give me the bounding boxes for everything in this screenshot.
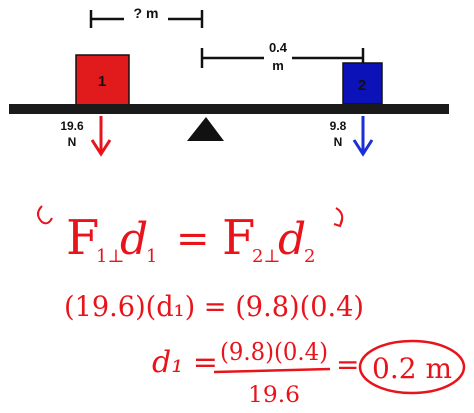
fraction-bar <box>213 367 331 374</box>
right-distance-unit: m <box>272 58 284 73</box>
force-1-value: 19.6 <box>60 119 84 133</box>
distance-2-subscript: 2 <box>304 246 315 267</box>
force-1-subscript: 1⊥ <box>96 246 124 267</box>
distance-1-subscript: 1 <box>146 246 157 267</box>
rotation-arrow-ccw-icon <box>37 205 53 225</box>
force-2-value: 9.8 <box>330 119 347 133</box>
torque-balance-equation: F 1⊥ d 1 = F 2⊥ d 2 <box>37 205 344 267</box>
answer-circle <box>358 339 466 395</box>
lever-beam <box>9 104 449 114</box>
solve-denominator: 19.6 <box>248 383 300 408</box>
solve-equals: = <box>336 348 359 381</box>
force-2-arrow <box>352 116 374 157</box>
distance-2-symbol: d <box>278 214 306 265</box>
force-2-unit: N <box>334 135 343 149</box>
right-distance-dimension: 0.4 m <box>200 40 365 73</box>
force-2-symbol: F <box>222 210 255 266</box>
box-1-label: 1 <box>98 73 106 90</box>
box-1: 1 <box>75 54 130 106</box>
substituted-equation: (19.6)(d₁) = (9.8)(0.4) <box>64 290 364 323</box>
fulcrum-triangle <box>187 117 224 141</box>
distance-1-symbol: d <box>120 214 148 265</box>
rotation-arrow-cw-icon <box>333 207 344 228</box>
answer-value: 0.2 m <box>372 352 452 385</box>
box-2: 2 <box>342 62 383 105</box>
force-1-arrow <box>90 116 112 157</box>
right-distance-value: 0.4 <box>269 40 288 55</box>
force-1-symbol: F <box>66 210 99 266</box>
left-distance-label: ? m <box>134 5 159 21</box>
solved-equation: d₁ = (9.8)(0.4) 19.6 = 0.2 m <box>152 338 466 408</box>
force-2-subscript: 2⊥ <box>252 246 280 267</box>
solve-numerator: (9.8)(0.4) <box>220 338 328 366</box>
equals-sign: = <box>176 216 210 262</box>
force-1-unit: N <box>68 135 77 149</box>
left-distance-dimension: ? m <box>89 5 204 28</box>
solve-lhs: d₁ = <box>152 345 218 380</box>
box-2-label: 2 <box>358 77 366 94</box>
